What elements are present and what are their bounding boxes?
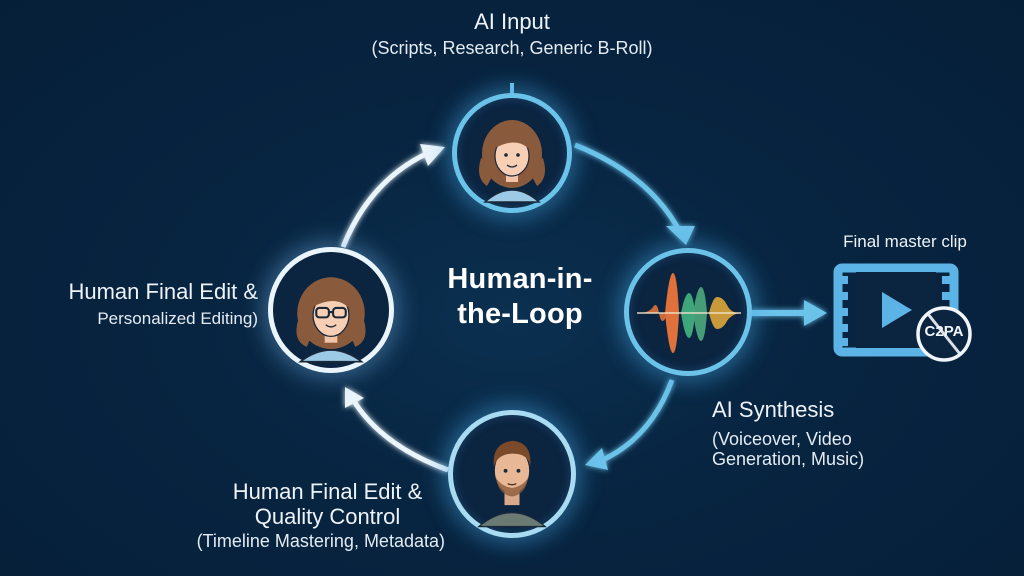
human-personalized-subtitle: Personalized Editing): [97, 308, 258, 328]
ai-synthesis-label: AI Synthesis (Voiceover, Video Generatio…: [712, 397, 912, 469]
human-personalized-node: [268, 247, 394, 373]
center-title-line1: Human-in-: [447, 263, 593, 295]
center-title-line2: the-Loop: [457, 298, 583, 331]
human-qc-title-line2: Quality Control: [254, 503, 401, 529]
arrow-input-to-synthesis-icon: [574, 142, 695, 245]
human-qc-title-line1: Human Final Edit &: [232, 479, 423, 504]
man-avatar-icon: [476, 440, 548, 528]
center-title: Human-in- the-Loop: [405, 262, 635, 333]
human-personalized-label: Human Final Edit & Personalized Editing): [30, 279, 258, 328]
arrow-qc-to-personalized-icon: [345, 387, 449, 473]
ai-input-subtitle: (Scripts, Research, Generic B-Roll): [371, 37, 653, 58]
audio-waveform-icon: [637, 273, 741, 353]
final-master-clip: C2PA: [832, 262, 982, 372]
c2pa-badge: C2PA: [924, 323, 964, 340]
woman-avatar-icon: [479, 120, 545, 203]
woman-glasses-avatar-icon: [296, 277, 366, 363]
ai-input-title: AI Input: [474, 9, 550, 34]
prohibited-badge-icon: [916, 306, 972, 362]
ai-input-label: AI Input (Scripts, Research, Generic B-R…: [340, 9, 684, 58]
arrow-synthesis-to-output-icon: [750, 300, 827, 326]
arrow-synthesis-to-qc-icon: [585, 379, 675, 470]
ai-synthesis-subtitle-line2: Generation, Music): [712, 448, 865, 469]
human-qc-node: [448, 410, 576, 538]
ai-synthesis-subtitle-line1: (Voiceover, Video: [712, 428, 852, 449]
human-qc-subtitle: (Timeline Mastering, Metadata): [196, 531, 445, 552]
arrow-personalized-to-input-icon: [340, 144, 445, 248]
output-label: Final master clip: [843, 232, 967, 251]
ai-synthesis-node: [624, 248, 752, 376]
human-personalized-title: Human Final Edit &: [68, 279, 258, 304]
human-qc-label: Human Final Edit & Quality Control (Time…: [160, 479, 445, 552]
ai-synthesis-title: AI Synthesis: [712, 397, 835, 422]
ai-input-node: [452, 93, 572, 213]
